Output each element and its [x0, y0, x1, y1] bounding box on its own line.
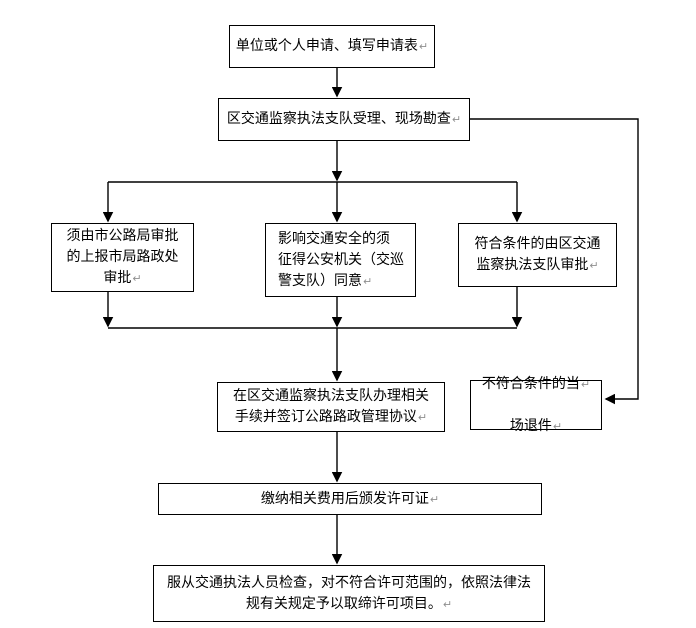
paragraph-mark-icon: ↵: [580, 377, 591, 391]
paragraph-mark-icon: ↵: [418, 40, 429, 53]
flow-node-pay-fee: 缴纳相关费用后颁发许可证↵: [158, 483, 542, 515]
connector-accept-to-reject: [470, 118, 639, 405]
flow-node-inspection-label: 服从交通执法人员检查，对不符合许可范围的，依照法律法 规有关规定予以取缔许可项目…: [167, 574, 531, 612]
flow-node-police-consent: 影响交通安全的须 征得公安机关（交巡 警支队）同意↵: [265, 223, 416, 297]
flow-node-pay-fee-label: 缴纳相关费用后颁发许可证: [260, 490, 429, 507]
flow-node-accept: 区交通监察执法支队受理、现场勘查↵: [218, 98, 470, 141]
flow-node-inspection: 服从交通执法人员检查，对不符合许可范围的，依照法律法 规有关规定予以取缔许可项目…: [153, 565, 545, 622]
flow-node-reject-line1: 不符合条件的当↵: [481, 375, 591, 392]
paragraph-mark-icon: ↵: [417, 411, 428, 424]
paragraph-mark-icon: ↵: [552, 419, 563, 433]
flow-node-district-approval: 符合条件的由区交通 监察执法支队审批↵: [458, 223, 617, 287]
flow-node-city-approval-label: 须由市公路局审批 的上报市局路政处 审批: [66, 228, 179, 286]
flow-node-district-approval-label: 符合条件的由区交通 监察执法支队审批: [474, 236, 601, 273]
flow-node-sign-agreement: 在区交通监察执法支队办理相关 手续并签订公路路政管理协议↵: [217, 382, 445, 432]
paragraph-mark-icon: ↵: [442, 597, 453, 611]
flow-node-sign-agreement-label: 在区交通监察执法支队办理相关 手续并签订公路路政管理协议: [233, 388, 429, 425]
paragraph-mark-icon: ↵: [589, 259, 599, 272]
flow-node-police-consent-label: 影响交通安全的须 征得公安机关（交巡 警支队）同意: [278, 230, 404, 289]
flow-node-apply-label: 单位或个人申请、填写申请表: [235, 38, 418, 54]
paragraph-mark-icon: ↵: [451, 113, 462, 126]
paragraph-mark-icon: ↵: [429, 492, 440, 506]
paragraph-mark-icon: ↵: [132, 272, 142, 285]
flow-node-reject: 不符合条件的当↵ 场退件↵: [470, 376, 602, 434]
paragraph-mark-icon: ↵: [363, 274, 373, 288]
flow-node-reject-line2: 场退件↵: [509, 417, 563, 434]
flow-node-accept-label: 区交通监察执法支队受理、现场勘查: [226, 111, 451, 127]
flow-node-city-approval: 须由市公路局审批 的上报市局路政处 审批↵: [51, 223, 194, 292]
flow-node-apply: 单位或个人申请、填写申请表↵: [229, 25, 435, 68]
